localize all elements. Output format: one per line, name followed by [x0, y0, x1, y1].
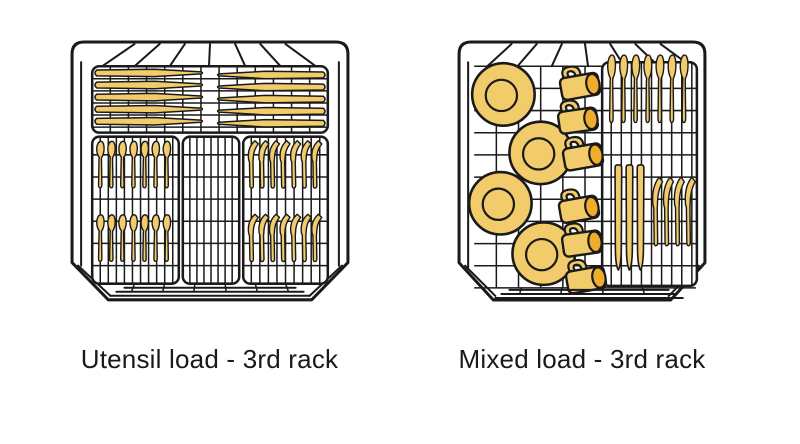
utensil-basket [600, 54, 699, 288]
long-knife-icon [613, 163, 623, 272]
basket-long-knives-group [613, 163, 645, 272]
bowls-group [467, 61, 577, 287]
rack-front-rails [494, 287, 684, 299]
utensil-load-figure: Utensil load - 3rd rack [62, 36, 357, 375]
rack-frame-detail [76, 43, 343, 297]
mug-icon [554, 95, 601, 136]
long-knife-icon [625, 163, 634, 272]
caption-mixed-load: Mixed load - 3rd rack [458, 344, 706, 375]
fork-section [241, 135, 329, 285]
mixed-load-rack-illustration [457, 40, 707, 302]
rack-frame [70, 40, 349, 302]
mug-icon [559, 131, 606, 173]
utensil-load-rack-illustration [70, 40, 349, 302]
flat-utensil-shelf [90, 64, 329, 134]
middle-section-grid [183, 137, 238, 283]
spoon-section [90, 135, 180, 285]
rack-front-rails [108, 282, 311, 297]
rack-frame [457, 40, 707, 302]
mug-icon [556, 60, 603, 102]
long-knife-icon [636, 163, 645, 272]
bowl-icon [470, 61, 536, 127]
mixed-load-figure: Mixed load - 3rd rack [448, 36, 716, 375]
empty-middle-section [181, 135, 240, 285]
caption-utensil-load: Utensil load - 3rd rack [80, 343, 339, 374]
bowl-icon [467, 170, 533, 236]
mug-icon [558, 218, 605, 259]
mug-icon [555, 183, 602, 225]
